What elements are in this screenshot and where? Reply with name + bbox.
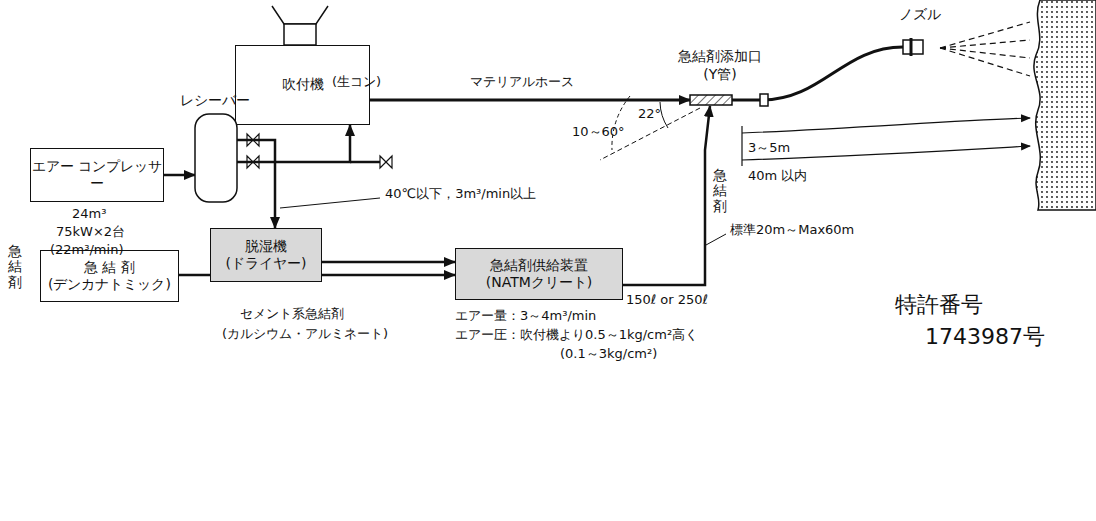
spray bbox=[940, 22, 1030, 76]
dryer-box: 脱湿機(ドライヤー) bbox=[210, 228, 322, 282]
leader-line bbox=[706, 234, 726, 245]
note-label: セメント系急結剤 bbox=[240, 306, 344, 322]
node-text: ノズル bbox=[899, 6, 941, 24]
note-label: 40m 以内 bbox=[748, 168, 807, 184]
note-label: 40℃以下，3m³/min以上 bbox=[385, 186, 536, 202]
patent-label: 特許番号 bbox=[895, 292, 983, 318]
hose-coupling bbox=[760, 94, 768, 106]
node-text: 急結剤添加口 bbox=[678, 48, 762, 66]
node-text: (ドライヤー) bbox=[226, 255, 307, 273]
leader-line bbox=[280, 198, 380, 208]
node-text: レシーバー bbox=[180, 92, 250, 110]
note-label: (0.1～3kg/cm²) bbox=[560, 346, 657, 362]
connector bbox=[164, 174, 195, 177]
distance-arrows bbox=[742, 118, 1030, 166]
node-text: 脱湿機 bbox=[245, 238, 287, 256]
note-label: エアー圧：吹付機より0.5～1kg/cm²高く bbox=[455, 327, 698, 343]
rock-wall bbox=[1034, 0, 1096, 210]
compressor-box: エアー コンプレッサー bbox=[30, 148, 164, 202]
note-label: マテリアルホース bbox=[470, 74, 574, 90]
nozzle: ノズル bbox=[885, 6, 955, 58]
node-text: (NATMクリート) bbox=[486, 274, 593, 292]
node-text: 吹付機 bbox=[282, 76, 324, 94]
connector bbox=[237, 125, 350, 162]
connector bbox=[370, 99, 690, 102]
hopper bbox=[272, 6, 328, 45]
tank-body bbox=[195, 114, 237, 202]
tank-shape bbox=[165, 92, 265, 204]
patent-label: 1743987号 bbox=[925, 324, 1045, 350]
pipe-body bbox=[690, 95, 732, 105]
note-label: (22m³/min) bbox=[50, 242, 123, 258]
note-label: エアー量：3～4m³/min bbox=[455, 308, 596, 324]
nozzle-body bbox=[903, 40, 923, 54]
note-label: 標準20m～Max60m bbox=[730, 222, 854, 238]
nozzle-ring bbox=[910, 38, 913, 56]
accelerator-box: 急 結 剤(デンカナトミック) bbox=[40, 250, 179, 302]
node-text: (Y管) bbox=[703, 66, 736, 84]
feeder-box: 急結剤供給装置(NATMクリート) bbox=[455, 248, 623, 300]
node-text: エアー コンプレッサー bbox=[31, 158, 163, 193]
note-label: (生コン) bbox=[332, 74, 381, 90]
vertical-label: 急結剤 bbox=[713, 168, 727, 214]
vertical-label: 急結剤 bbox=[8, 244, 22, 290]
note-label: 3～5m bbox=[748, 140, 790, 156]
node-text: 急結剤供給装置 bbox=[490, 257, 588, 275]
note-label: 24m³ bbox=[72, 206, 106, 222]
node-text: (デンカナトミック) bbox=[48, 276, 171, 294]
note-label: 150ℓ or 250ℓ bbox=[626, 292, 708, 308]
connector bbox=[237, 140, 275, 228]
node-text: 急 結 剤 bbox=[84, 259, 135, 277]
y-pipe: 急結剤添加口(Y管) bbox=[660, 48, 780, 108]
connector bbox=[322, 261, 455, 264]
note-label: 10～60° bbox=[572, 124, 625, 140]
note-label: 22° bbox=[638, 106, 661, 122]
connector bbox=[623, 106, 710, 285]
note-label: (カルシウム・アルミネート) bbox=[222, 326, 388, 342]
note-label: 75kW×2台 bbox=[56, 224, 125, 240]
receiver-tank: レシーバー bbox=[165, 92, 265, 204]
